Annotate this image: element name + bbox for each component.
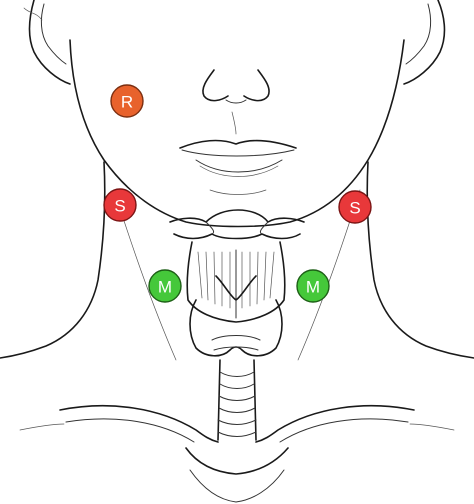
marker-r: R xyxy=(111,85,143,117)
clavicles xyxy=(20,406,454,502)
marker-m-left: M xyxy=(149,270,181,302)
marker-m-right-label: M xyxy=(306,278,320,297)
marker-r-label: R xyxy=(121,93,133,112)
marker-s-right-label: S xyxy=(349,199,360,218)
larynx xyxy=(187,242,285,322)
marker-m-right: M xyxy=(297,270,329,302)
neck-outline xyxy=(0,162,474,360)
marker-s-left: S xyxy=(104,189,136,221)
head-outline xyxy=(24,0,444,227)
trachea xyxy=(218,360,256,440)
marker-s-left-label: S xyxy=(114,197,125,216)
marker-s-right: S xyxy=(339,191,371,223)
hyoid-bone xyxy=(170,210,304,239)
marker-m-left-label: M xyxy=(158,278,172,297)
